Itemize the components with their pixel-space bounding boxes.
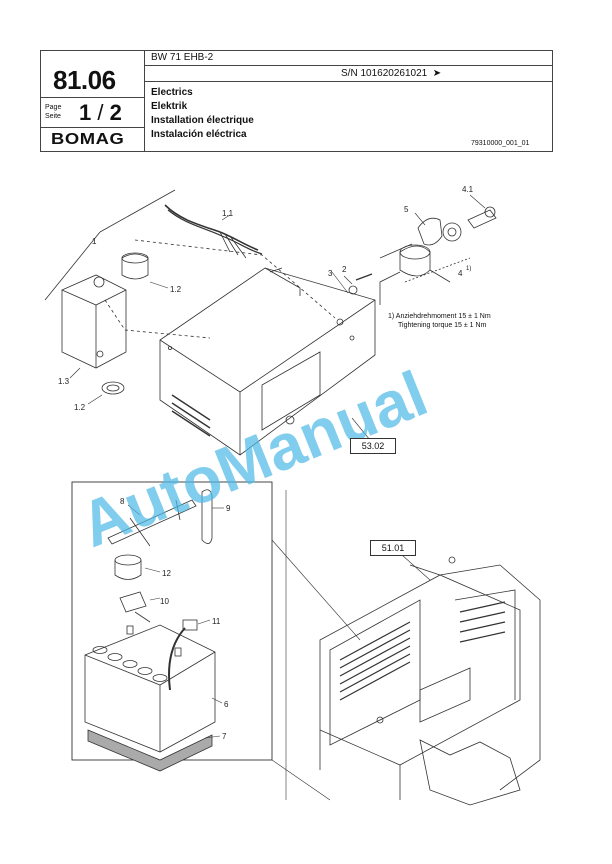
divider: [144, 65, 552, 66]
callout-2: 2: [342, 265, 347, 274]
drawing-number: 79310000_001_01: [471, 140, 530, 147]
callout-1-1: 1.1: [222, 209, 234, 218]
reference-line: [271, 759, 331, 801]
title-fr: Installation électrique: [151, 115, 254, 126]
group-number: 81.06: [53, 65, 116, 95]
callout-4-footnote: 1): [466, 266, 471, 272]
callout-1-2: 1.2: [170, 285, 182, 294]
callout-7: 7: [222, 732, 227, 741]
title-block: 81.06 BW 71 EHB-2 S/N 101620261021 ➤ Pag…: [40, 50, 553, 152]
divider: [41, 97, 144, 98]
serial-number: S/N 101620261021 ➤: [341, 68, 442, 79]
callout-10: 10: [160, 597, 169, 606]
divider: [41, 127, 144, 128]
callout-1-2-grommet: 1.2: [74, 403, 86, 412]
brand-logo: BOMAG: [51, 131, 125, 148]
model-name: BW 71 EHB-2: [151, 52, 214, 63]
page-indicator: 1 / 2: [79, 100, 122, 125]
divider: [144, 81, 552, 82]
divider: [144, 51, 145, 151]
title-es: Instalación eléctrica: [151, 129, 247, 140]
leader-lines: [127, 504, 224, 739]
title-de: Elektrik: [151, 101, 188, 112]
title-en: Electrics: [151, 87, 193, 98]
reference-line: [401, 554, 431, 581]
callout-3: 3: [328, 269, 333, 278]
callout-9: 9: [226, 504, 231, 513]
housing-panel: [159, 267, 376, 456]
callout-5: 5: [404, 205, 409, 214]
torque-note: 1) Anziehdrehmoment 15 ± 1 Nm Tightening…: [388, 313, 491, 329]
key-switch-assembly: [348, 206, 497, 305]
callout-1-3: 1.3: [58, 377, 70, 386]
battery-assembly: [84, 489, 216, 772]
callout-8: 8: [120, 497, 125, 506]
serial-arrow-icon: ➤: [432, 68, 442, 79]
callout-11: 11: [212, 617, 221, 626]
control-box-assembly: [44, 189, 336, 395]
reference-line: [351, 417, 371, 441]
callout-4: 4: [458, 269, 463, 278]
machine-frame: [319, 556, 541, 806]
reference-line: [271, 539, 361, 641]
callout-1: 1: [92, 237, 97, 246]
callout-12: 12: [162, 569, 171, 578]
reference-box-53-02[interactable]: 53.02: [350, 438, 396, 454]
callout-6: 6: [224, 700, 229, 709]
leader-lines: [69, 194, 486, 405]
reference-box-51-01[interactable]: 51.01: [370, 540, 416, 556]
watermark: AutoManual: [70, 357, 436, 561]
callout-4-1: 4.1: [462, 185, 474, 194]
